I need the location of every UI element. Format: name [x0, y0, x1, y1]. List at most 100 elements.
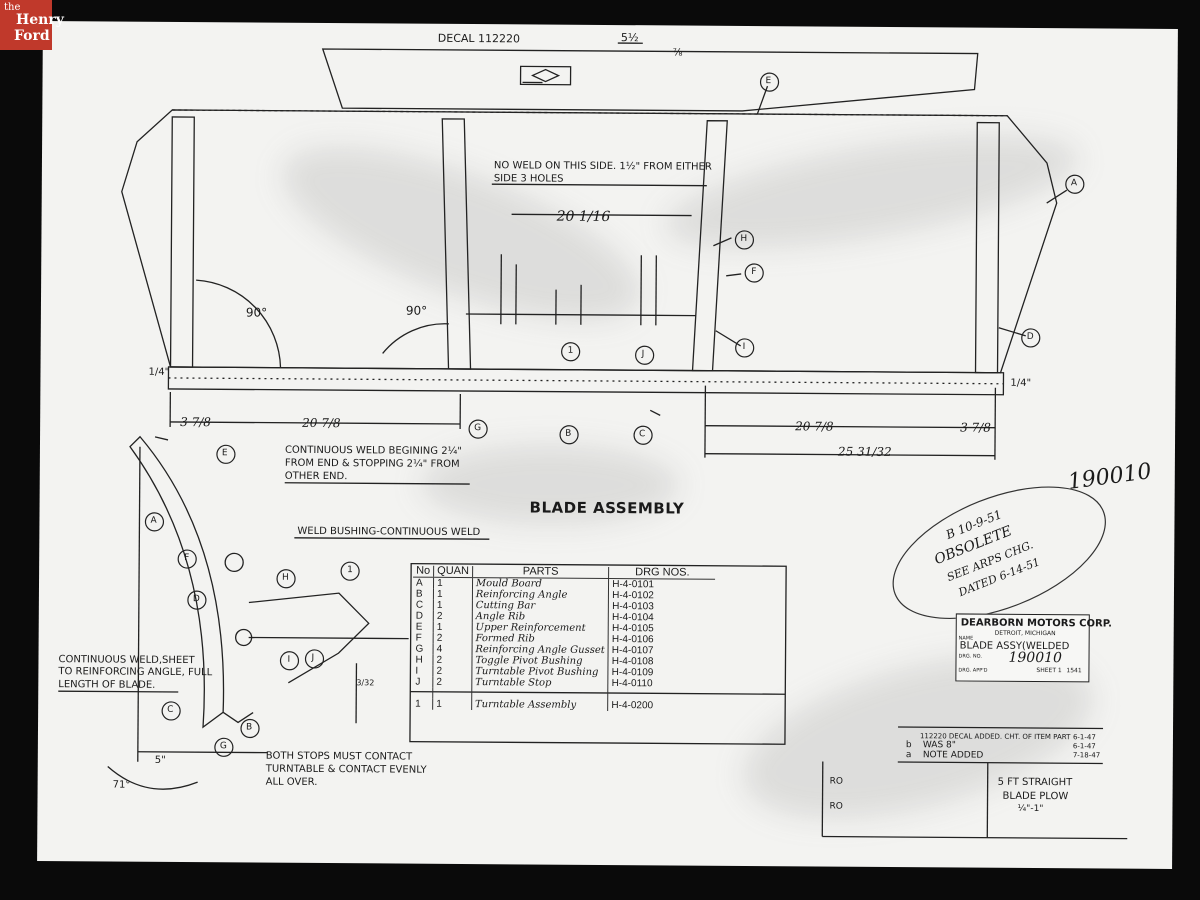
col-header-parts: PARTS [472, 565, 609, 579]
bottom-block-right [986, 762, 989, 838]
callout-circle-h-side [276, 569, 296, 589]
callout-circle-g-side [214, 737, 234, 757]
part-no: B [415, 588, 423, 600]
callout-circle-d-side [187, 590, 207, 610]
title-block-company: DEARBORN MOTORS CORP. [960, 617, 1113, 630]
part-no: 1 [415, 698, 421, 710]
callout-circle-b [559, 425, 579, 445]
part-drg: H-4-0105 [608, 623, 716, 635]
side-dim-5 [137, 751, 268, 754]
part-no: F [415, 632, 422, 644]
part-drg: H-4-0109 [608, 667, 715, 679]
part-quan: 2 [433, 632, 473, 645]
note-underline-bushing [294, 537, 490, 540]
title-block-location: DETROIT, MICHIGAN [994, 629, 1056, 638]
logo-the: the [4, 2, 21, 13]
mould-board-outline [121, 109, 1058, 374]
part-drg: H-4-0101 [608, 578, 716, 591]
right-formed-rib [691, 120, 728, 372]
logo-henry: Henry [16, 12, 64, 28]
dim-left-small: 3 7/8 [180, 415, 211, 430]
part-quan: 1 [433, 621, 473, 634]
dim-overall-right: 25 31/32 [837, 444, 892, 459]
letter-f-side: F [184, 553, 190, 564]
revision-b-text: WAS 8" [922, 740, 956, 751]
title-block-sheet: SHEET 1 [1036, 667, 1062, 675]
top-weld-line [172, 109, 1008, 117]
description-line2: BLADE PLOW [1002, 790, 1069, 803]
part-no [412, 688, 433, 699]
part-quan [432, 687, 472, 700]
part-quan: 2 [432, 676, 472, 689]
letter-j-side: J [311, 652, 315, 663]
letter-h: H [740, 233, 748, 244]
toggle-bushing-circle [224, 552, 244, 573]
callout-circle-f-side [177, 549, 197, 569]
part-no: A [415, 577, 423, 589]
side-dim-5-label: 5" [154, 754, 166, 766]
side-angle-71-label: 71° [112, 779, 131, 791]
continuous-weld-note-2: FROM END & STOPPING 2¼" FROM [284, 457, 460, 470]
part-drg [607, 689, 715, 701]
stops-note-1: BOTH STOPS MUST CONTACT [265, 750, 413, 763]
angle-left-label: 90° [245, 305, 268, 320]
letter-d: D [1026, 331, 1034, 342]
part-no: J [415, 676, 421, 688]
part-drg: H-4-0103 [608, 601, 716, 613]
letter-f: F [751, 266, 757, 278]
col-header-drg: DRG NOS. [608, 566, 716, 580]
part-drg: H-4-0107 [608, 645, 715, 657]
parts-table-sep [410, 690, 786, 695]
part-drg: H-4-0108 [608, 656, 715, 668]
callout-circle-d [1021, 328, 1041, 348]
turntable-stop-outline [248, 592, 370, 684]
decal-label: DECAL 112220 [437, 31, 521, 46]
letter-e-side: E [221, 448, 228, 459]
leader-a [1046, 189, 1068, 204]
left-end-rib [169, 116, 195, 368]
note-underline-sheet [58, 690, 179, 693]
letter-a: A [1070, 178, 1078, 189]
revision-a-date: 7-18-47 [1072, 751, 1101, 760]
dim-quarter-left: 1/4" [148, 366, 170, 378]
left-formed-rib [441, 118, 472, 370]
side-section-profile [129, 435, 225, 729]
part-no: C [415, 599, 424, 611]
revision-c-date: 6-1-47 [1072, 733, 1096, 742]
dim-left-large: 20 7/8 [302, 415, 341, 431]
side-pivot-line [248, 636, 409, 640]
dim-right-small: 3 7/8 [960, 420, 991, 435]
blueprint-drawing [58, 42, 1128, 840]
callout-circle-a-side [144, 512, 165, 532]
letter-h-side: H [282, 572, 289, 583]
part-drg: H-4-0200 [607, 700, 715, 712]
side-dim-small-label: 3/32 [356, 678, 375, 688]
part-name: Turntable Assembly [471, 699, 608, 712]
part-name: Mould Board [472, 577, 609, 591]
callout-circle-b-side [240, 718, 260, 739]
letter-i-side: I [287, 654, 291, 665]
note-underline-weld [284, 482, 470, 485]
letter-b: B [565, 428, 572, 439]
part-quan: 2 [432, 665, 472, 678]
part-name: Turntable Stop [471, 677, 609, 690]
bottom-block-left [821, 761, 824, 837]
col-header-no: No [413, 565, 434, 578]
description-line3: ¼"-1" [1017, 803, 1044, 815]
decal-height-dim: ⅞ [672, 47, 683, 59]
callout-circle-c-side [161, 701, 181, 721]
dim-line-right [705, 425, 996, 429]
title-block-drg-label: DRG. NO. [958, 653, 983, 660]
dim-line-center [511, 213, 692, 217]
part-no: G [415, 643, 424, 655]
leader-c [649, 409, 661, 416]
title-block-appd-label: DRG. APP'D [958, 667, 988, 674]
pivot-bushing-circle [234, 628, 253, 647]
part-no: H [415, 654, 423, 666]
side-angle-arc [107, 766, 198, 790]
callout-circle-g [468, 419, 488, 439]
dim-ext-right-end [994, 387, 997, 460]
revision-a-mark: a [905, 750, 912, 761]
bottom-block-base [822, 835, 1128, 840]
callout-circle-f [744, 263, 764, 283]
